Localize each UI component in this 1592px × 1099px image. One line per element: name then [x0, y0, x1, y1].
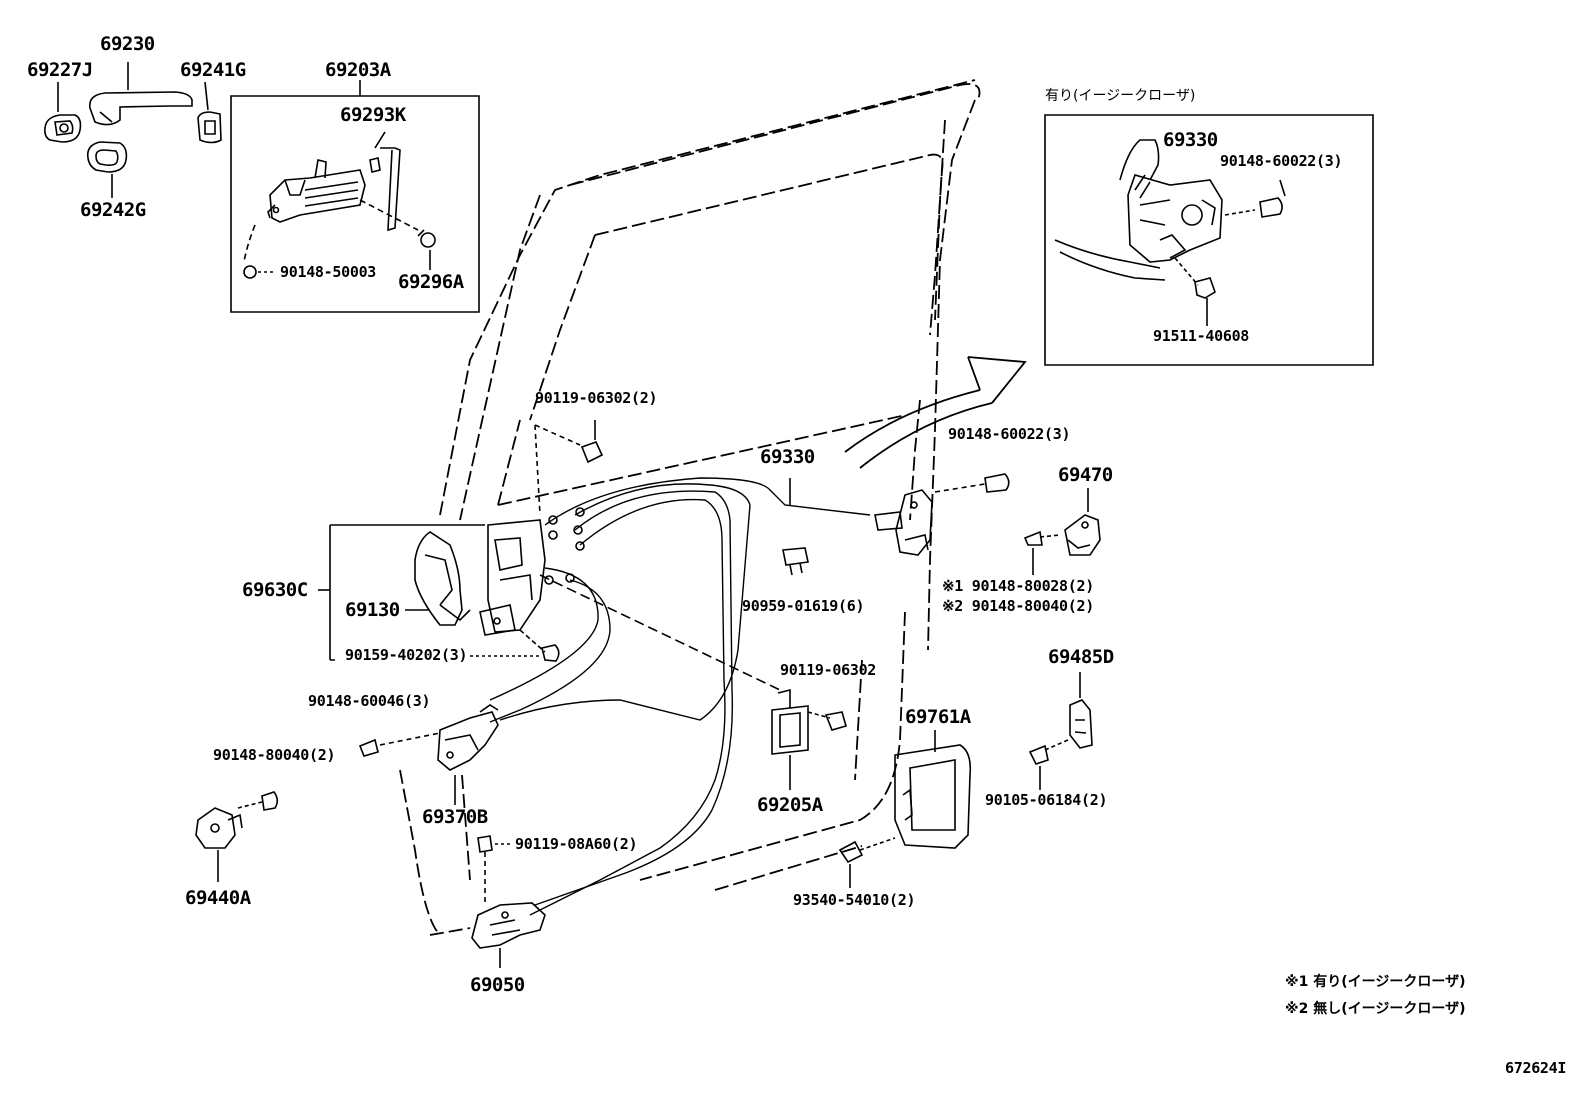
label-69293K: 69293K — [340, 104, 406, 126]
label-69370B: 69370B — [422, 806, 488, 828]
label-90119-08A60: 90119-08A60(2) — [515, 835, 638, 853]
label-69227J: 69227J — [27, 59, 93, 81]
label-69761A: 69761A — [905, 706, 971, 728]
label-90148-80040: 90148-80040(2) — [213, 746, 336, 764]
box-69203A — [231, 80, 479, 312]
handle-group — [45, 62, 221, 198]
part-69370B — [360, 705, 498, 805]
label-90119-06302: 90119-06302 — [780, 661, 877, 679]
pointer-arrow — [845, 357, 1025, 468]
label-69050: 69050 — [470, 974, 525, 996]
striker-69470 — [1025, 488, 1100, 575]
label-69242G: 69242G — [80, 199, 146, 221]
label-90105-06184: 90105-06184(2) — [985, 791, 1108, 809]
label-90148-80028: ※1 90148-80028(2) — [942, 577, 1094, 595]
label-69630C: 69630C — [242, 579, 308, 601]
label-90148-80040-note: ※2 90148-80040(2) — [942, 597, 1094, 615]
part-69761A — [840, 730, 970, 888]
rear-lock — [790, 474, 1009, 555]
label-69241G: 69241G — [180, 59, 246, 81]
label-91511-40608: 91511-40608 — [1153, 327, 1250, 345]
part-69050 — [472, 903, 545, 968]
label-93540-54010: 93540-54010(2) — [793, 891, 916, 909]
label-90159-40202: 90159-40202(3) — [345, 646, 468, 664]
label-69203A: 69203A — [325, 59, 391, 81]
lock-assembly — [318, 520, 559, 661]
label-69296A: 69296A — [398, 271, 464, 293]
bracket-69485D — [1030, 672, 1092, 790]
figure-id: 672624I — [1505, 1059, 1567, 1077]
label-69205A: 69205A — [757, 794, 823, 816]
door-outline — [400, 80, 980, 935]
bolt-08A60 — [478, 836, 510, 905]
clip — [783, 548, 808, 575]
footnote-1: ※1 有り(イージークローザ) — [1285, 974, 1466, 990]
label-69230: 69230 — [100, 33, 155, 55]
label-69485D: 69485D — [1048, 646, 1114, 668]
label-90148-60046: 90148-60046(3) — [308, 692, 431, 710]
label-69470: 69470 — [1058, 464, 1113, 486]
small-connectors — [545, 508, 584, 584]
label-69440A: 69440A — [185, 887, 251, 909]
inset-easy-closer — [1045, 115, 1373, 365]
label-69330-inset: 69330 — [1163, 129, 1218, 151]
label-69130: 69130 — [345, 599, 400, 621]
footnote-2: ※2 無し(イージークローザ) — [1285, 1001, 1466, 1017]
label-90148-60022: 90148-60022(3) — [948, 425, 1071, 443]
cables — [490, 478, 870, 915]
label-90148-50003: 90148-50003 — [280, 263, 377, 281]
label-69330: 69330 — [760, 446, 815, 468]
label-90959-01619: 90959-01619(6) — [742, 597, 865, 615]
part-69205A — [772, 690, 846, 790]
bolt-top — [535, 420, 602, 515]
part-69440A — [196, 792, 277, 882]
guide-line — [540, 575, 780, 690]
label-90148-60022-inset: 90148-60022(3) — [1220, 152, 1343, 170]
label-90119-06302-2: 90119-06302(2) — [535, 389, 658, 407]
inset-title: 有り(イージークローザ) — [1045, 88, 1196, 104]
